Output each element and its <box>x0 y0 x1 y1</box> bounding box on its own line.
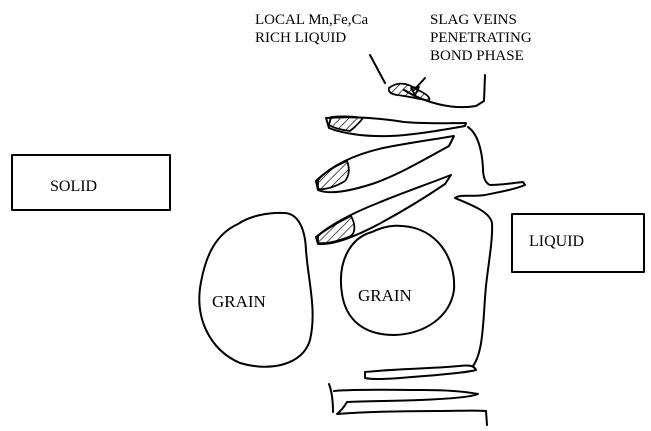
local-liquid-line1: LOCAL Mn,Fe,Ca <box>255 11 368 29</box>
local-liquid-line2: RICH LIQUID <box>255 29 368 47</box>
solid-label: SOLID <box>50 178 97 196</box>
lower-boundary-left <box>329 384 333 412</box>
grain-center-label: GRAIN <box>358 287 412 305</box>
slag-veins-line2: PENETRATING <box>430 29 532 47</box>
slag-veins-label: SLAG VEINS PENETRATING BOND PHASE <box>430 11 532 65</box>
slag-vein-top <box>389 84 430 101</box>
liquid-label: LIQUID <box>529 233 584 251</box>
grain-center-outline <box>341 226 454 335</box>
lower-band-lower <box>334 390 487 425</box>
slag-veins-line1: SLAG VEINS <box>430 11 532 29</box>
slag-vein-upper <box>329 116 363 131</box>
grain-left-outline <box>199 213 312 367</box>
slag-veins-line3: BOND PHASE <box>430 47 532 65</box>
slag-vein-middle <box>318 161 349 189</box>
lower-band-upper <box>365 365 476 379</box>
local-liquid-label: LOCAL Mn,Fe,Ca RICH LIQUID <box>255 11 368 47</box>
local-liquid-pointer <box>370 55 385 83</box>
grain-left-label: GRAIN <box>212 293 266 311</box>
slag-vein-lower <box>318 216 354 243</box>
right-phase-boundary <box>455 127 525 366</box>
